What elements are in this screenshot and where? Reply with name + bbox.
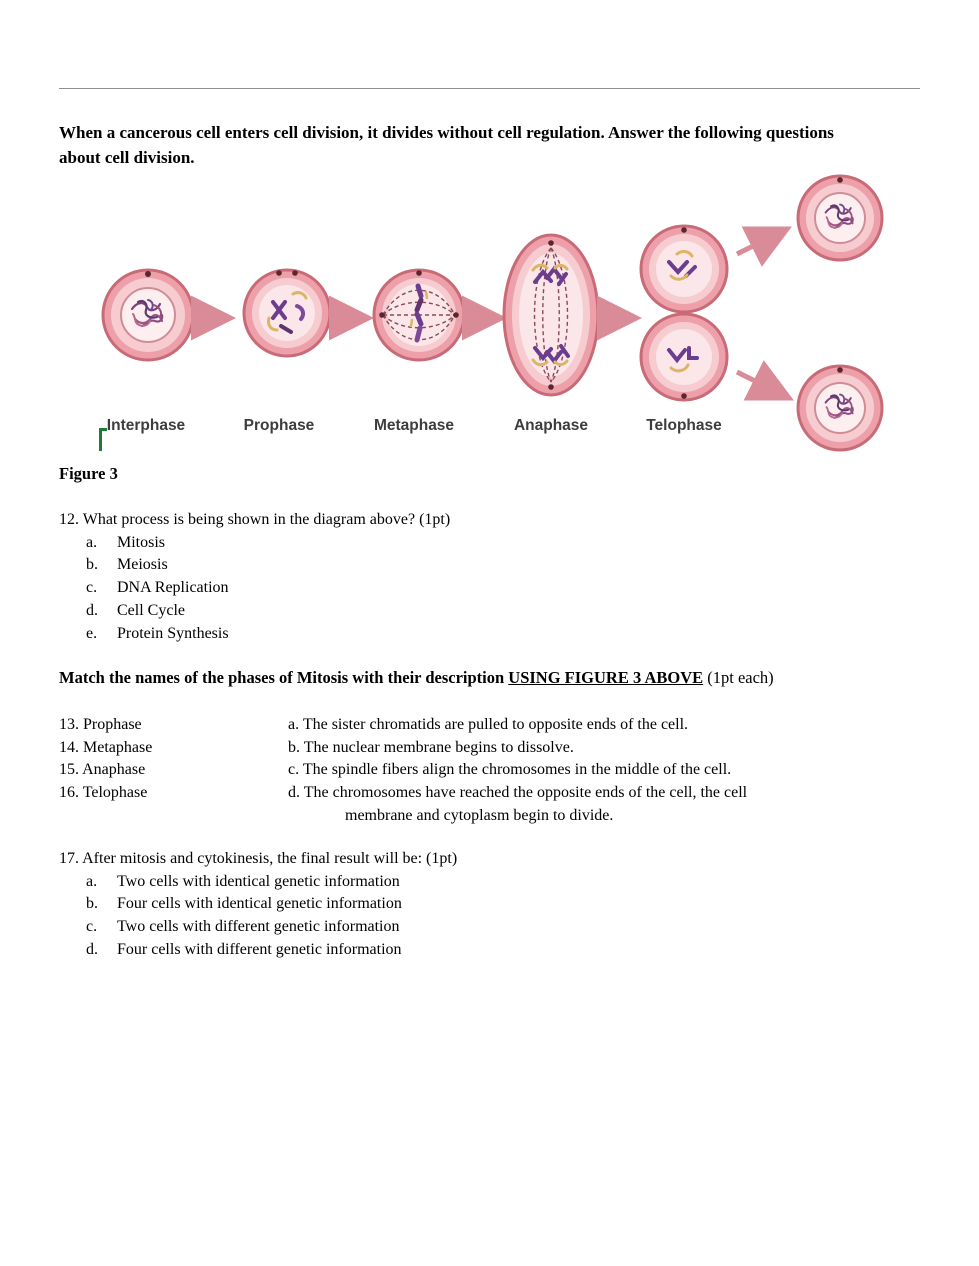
option-text: Two cells with identical genetic informa… (117, 872, 400, 890)
q12-option-e: e. Protein Synthesis (86, 623, 450, 646)
prophase-cell (242, 268, 332, 358)
match-description: a. The sister chromatids are pulled to o… (288, 716, 689, 733)
option-letter: a. (86, 872, 98, 890)
option-text: DNA Replication (117, 579, 229, 597)
question-12: 12. What process is being shown in the d… (59, 509, 450, 645)
phase-label-anaphase: Anaphase (514, 417, 588, 434)
question-12-stem: 12. What process is being shown in the d… (59, 511, 451, 528)
q17-option-b: b. Four cells with identical genetic info… (86, 893, 457, 916)
q17-option-a: a. Two cells with identical genetic infor… (86, 871, 457, 894)
match-description-line1: d. The chromosomes have reached the oppo… (288, 784, 748, 802)
question-17-stem: 17. After mitosis and cytokinesis, the f… (59, 850, 458, 867)
option-text: Mitosis (117, 533, 166, 551)
question-17: 17. After mitosis and cytokinesis, the f… (59, 848, 457, 962)
match-description: b. The nuclear membrane begins to dissol… (288, 738, 574, 756)
figure-caption: Figure 3 (59, 464, 118, 483)
metaphase-cell (372, 268, 466, 362)
arrow-to-daughter-bottom (735, 360, 794, 401)
option-letter: c. (86, 579, 98, 597)
phase-label-interphase: Interphase (107, 417, 186, 434)
option-letter: e. (86, 624, 98, 642)
match-row-15: 15. Anaphase c. The spindle fibers align… (59, 759, 929, 782)
intro-paragraph: When a cancerous cell enters cell divisi… (59, 123, 834, 167)
q12-option-d: d. Cell Cycle (86, 600, 450, 623)
match-header-bold: Match the names of the phases of Mitosis… (59, 668, 509, 687)
centrosome-dot (145, 271, 151, 277)
q12-option-c: c. DNA Replication (86, 577, 450, 600)
option-text: Protein Synthesis (117, 624, 229, 642)
phase-label-metaphase: Metaphase (374, 417, 454, 434)
option-letter: d. (86, 940, 98, 958)
option-letter: b. (86, 556, 98, 574)
daughter-cell-bottom (796, 364, 884, 452)
anaphase-cell (502, 233, 600, 397)
match-row-13: 13. Prophase a. The sister chromatids ar… (59, 714, 929, 737)
aligned-chromosomes (409, 283, 429, 343)
option-text: Meiosis (117, 556, 168, 574)
q12-option-b: b. Meiosis (86, 554, 450, 577)
match-number: 13. Prophase (59, 716, 142, 733)
option-text: Two cells with different genetic informa… (117, 918, 400, 936)
arrow-to-daughter-top (735, 226, 792, 267)
match-header-underlined: USING FIGURE 3 ABOVE (508, 668, 704, 687)
match-list: 13. Prophase a. The sister chromatids ar… (59, 714, 929, 828)
option-letter: c. (86, 918, 98, 936)
match-row-16: 16. Telophase d. The chromosomes have re… (59, 782, 929, 827)
match-number: 16. Telophase (59, 784, 148, 802)
match-number: 15. Anaphase (59, 761, 146, 779)
telophase-cells (639, 224, 729, 402)
daughter-cell-top (796, 174, 884, 262)
option-letter: b. (86, 895, 98, 913)
mitosis-diagram-figure: Interphase Prophase Metaphase Anaphase T… (85, 170, 900, 458)
match-header-points: (1pt each) (703, 668, 774, 687)
match-number: 14. Metaphase (59, 738, 153, 756)
match-description: c. The spindle fibers align the chromoso… (288, 761, 732, 779)
cursor-artifact (99, 428, 107, 451)
mitosis-diagram-svg: Interphase Prophase Metaphase Anaphase T… (101, 174, 884, 452)
interphase-cell (101, 268, 195, 362)
match-section-header: Match the names of the phases of Mitosis… (59, 668, 939, 688)
match-description-line2: membrane and cytoplasm begin to divide. (345, 806, 614, 824)
option-letter: d. (86, 601, 98, 619)
option-letter: a. (86, 533, 98, 551)
option-text: Cell Cycle (117, 601, 185, 619)
match-description: d. The chromosomes have reached the oppo… (288, 782, 929, 827)
spindle-fibers (533, 247, 569, 383)
match-row-14: 14. Metaphase b. The nuclear membrane be… (59, 737, 929, 760)
q17-option-d: d. Four cells with different genetic info… (86, 939, 457, 962)
cursor-artifact-top (99, 428, 107, 431)
q12-option-a: a. Mitosis (86, 532, 450, 555)
option-text: Four cells with different genetic inform… (117, 940, 402, 958)
option-text: Four cells with identical genetic inform… (117, 895, 402, 913)
phase-label-telophase: Telophase (646, 417, 722, 434)
phase-label-prophase: Prophase (244, 417, 315, 434)
divider-line (59, 88, 920, 89)
q17-option-c: c. Two cells with different genetic infor… (86, 916, 457, 939)
